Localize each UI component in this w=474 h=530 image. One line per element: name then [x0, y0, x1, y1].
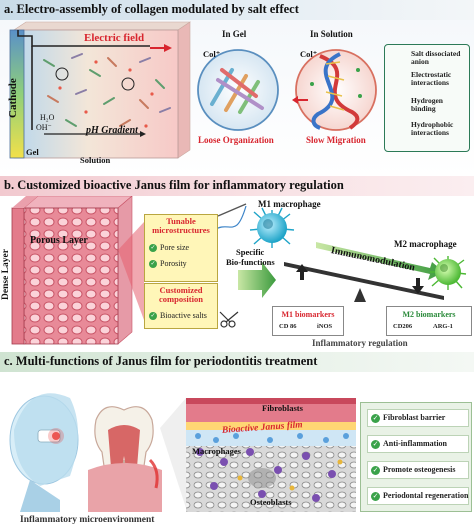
tooth-illustration — [88, 406, 162, 512]
legend-item-anion: Salt dissociated anion — [411, 49, 461, 66]
water-label: H₂O — [40, 113, 55, 122]
function-item: ✓Fibroblast barrier — [367, 409, 469, 427]
section-a-header: a. Electro-assembly of collagen modulate… — [0, 0, 474, 20]
bioactive-salts-label: Bioactive salts — [160, 311, 207, 320]
electro-assembly-box — [9, 21, 191, 159]
bioactive-salts-item: ✓Bioactive salts — [149, 311, 207, 321]
in-gel-label: In Gel — [222, 29, 247, 39]
m1-macrophage-cell — [249, 207, 295, 248]
functions-list: ✓Fibroblast barrier ✓Anti-inflammation ✓… — [360, 402, 472, 512]
pore-size-label: Pore size — [160, 243, 190, 252]
head-skull-illustration — [9, 393, 79, 512]
scissors-icon — [219, 311, 239, 328]
check-icon: ✓ — [149, 244, 157, 253]
function-label: Promote osteogenesis — [383, 465, 456, 474]
m1-biomarkers-title: M1 biomarkers — [281, 310, 335, 319]
interaction-legend: Salt dissociated anion Electrostatic int… — [384, 44, 470, 152]
m2-biomarkers-box: M2 biomarkers CD206 ARG-1 — [386, 306, 472, 336]
porosity-label: Porosity — [160, 259, 187, 268]
in-solution-label: In Solution — [310, 29, 353, 39]
zoom-cone — [118, 222, 144, 320]
loose-organization-label: Loose Organization — [198, 135, 274, 145]
function-label: Fibroblast barrier — [383, 413, 446, 422]
pore-size-item: ✓Pore size — [149, 243, 190, 253]
m1-biomarkers-box: M1 biomarkers CD 86 iNOS — [272, 306, 344, 336]
osteoblasts-label: Osteoblasts — [250, 497, 292, 507]
section-b-title: b. Customized bioactive Janus film for i… — [4, 178, 344, 192]
section-c-title: c. Multi-functions of Janus film for per… — [4, 354, 318, 368]
janus-film-block — [11, 195, 133, 345]
tunable-microstructures-box: Tunable microstructures ✓Pore size ✓Poro… — [144, 214, 218, 282]
inflammatory-regulation-label: Inflammatory regulation — [312, 338, 408, 348]
dense-layer-label: Dense Layer — [1, 249, 11, 300]
zoom-wedge — [160, 398, 186, 508]
function-item: ✓Promote osteogenesis — [367, 461, 469, 479]
specific-arrow — [238, 262, 276, 298]
m2-macrophage-cell — [430, 256, 467, 290]
check-icon: ✓ — [371, 439, 380, 449]
section-a-title: a. Electro-assembly of collagen modulate… — [4, 2, 299, 16]
gel-label: Gel — [26, 147, 39, 157]
macrophages-label: Macrophages — [192, 446, 241, 456]
needle-icon — [213, 203, 247, 231]
m2-macrophage-label: M2 macrophage — [394, 239, 457, 249]
ph-gradient-label: pH Gradient — [86, 125, 138, 136]
m2-marker-arg1: ARG-1 — [433, 323, 453, 330]
solution-label: Solution — [80, 155, 111, 165]
legend-item-electrostatic: Electrostatic interactions — [411, 70, 452, 87]
function-label: Periodontal regeneration — [383, 491, 469, 500]
customized-title: Customized composition — [159, 285, 203, 304]
inflammatory-microenvironment-label: Inflammatory microenvironment — [20, 515, 155, 525]
tunable-title: Tunable microstructures — [152, 216, 210, 235]
hydroxide-label: OH⁻ — [36, 123, 52, 132]
section-c-header: c. Multi-functions of Janus film for per… — [0, 352, 474, 372]
cathode-label: Cathode — [7, 78, 19, 118]
check-icon: ✓ — [149, 312, 157, 321]
legend-item-hydrophobic: Hydrophobic interactions — [411, 120, 454, 137]
periodontal-cross-section — [186, 398, 356, 512]
col-gel-label: Col⁺ — [203, 49, 221, 59]
check-icon: ✓ — [371, 465, 380, 475]
function-label: Anti-inflammation — [383, 439, 447, 448]
check-icon: ✓ — [371, 413, 380, 423]
m2-biomarkers-title: M2 biomarkers — [402, 310, 456, 319]
legend-item-hydrogen: Hydrogen binding — [411, 96, 443, 113]
function-item: ✓Anti-inflammation — [367, 435, 469, 453]
check-icon: ✓ — [371, 491, 380, 501]
fibroblasts-label: Fibroblasts — [262, 403, 303, 413]
function-item: ✓Periodontal regeneration — [367, 487, 469, 505]
m1-marker-cd86: CD 86 — [279, 323, 297, 330]
porous-layer-label: Porous Layer — [30, 235, 88, 246]
in-gel-circle — [197, 49, 279, 131]
biofunctions-label: Bio-functions — [226, 257, 275, 267]
m1-marker-inos: iNOS — [317, 323, 333, 330]
slow-migration-label: Slow Migration — [306, 135, 366, 145]
porosity-item: ✓Porosity — [149, 259, 187, 269]
electric-field-label: Electric field — [84, 32, 145, 44]
m2-marker-cd206: CD206 — [393, 323, 413, 330]
check-icon: ✓ — [149, 260, 157, 269]
immunomodulation-seesaw — [284, 242, 444, 302]
in-solution-circle — [292, 49, 377, 131]
col-solution-label: Col⁺ — [300, 49, 318, 59]
customized-composition-box: Customized composition ✓Bioactive salts — [144, 283, 218, 329]
specific-label: Specific — [236, 247, 265, 257]
m1-macrophage-label: M1 macrophage — [258, 199, 321, 209]
section-b-header: b. Customized bioactive Janus film for i… — [0, 176, 474, 196]
